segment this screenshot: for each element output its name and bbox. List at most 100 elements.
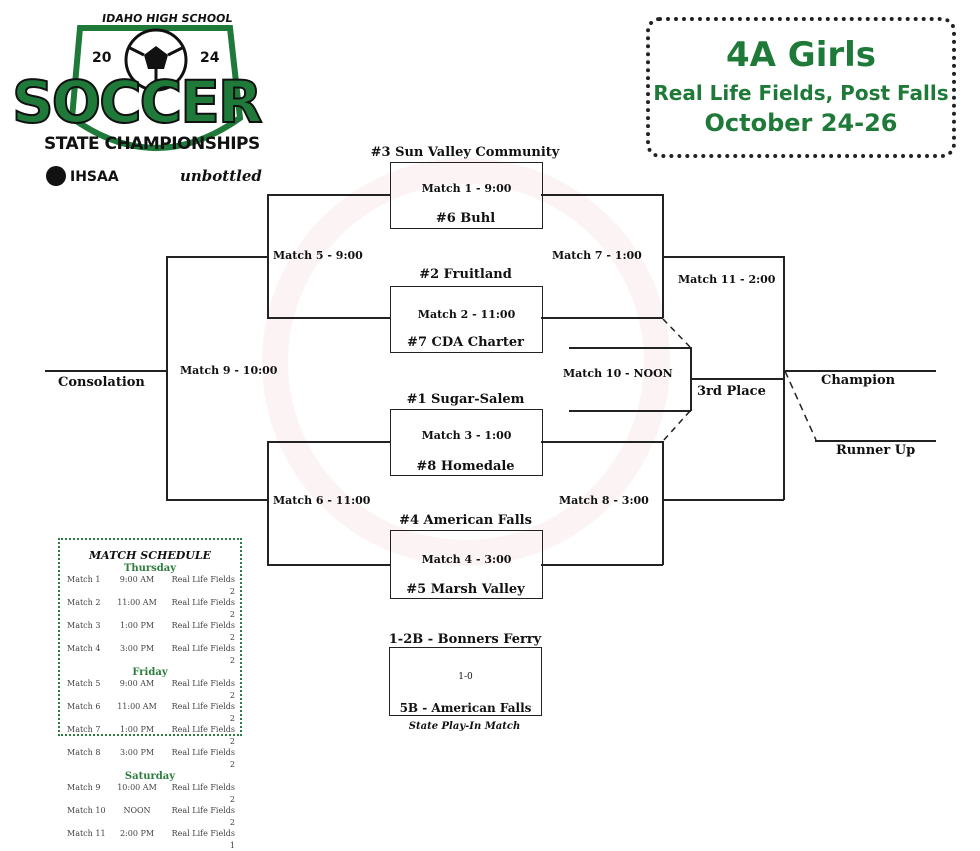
team-american-falls: #4 American Falls — [399, 513, 532, 528]
logo-org: IHSAA — [70, 169, 119, 185]
logo-sub: STATE CHAMPIONSHIPS — [44, 134, 260, 154]
schedule-match: Match 4 — [67, 644, 101, 653]
schedule-match: Match 2 — [67, 598, 101, 607]
play-in-caption: State Play-In Match — [408, 721, 521, 732]
play-in-score: 1-0 — [458, 672, 473, 682]
team-fruitland: #2 Fruitland — [419, 267, 512, 282]
bracket-line — [663, 256, 784, 258]
match-9-label: Match 9 - 10:00 — [180, 364, 278, 377]
bracket-line — [267, 317, 390, 319]
schedule-field: Real Life Fields 2 — [171, 748, 235, 769]
schedule-day-heading: Thursday — [123, 563, 177, 574]
match-3-box: Match 3 - 1:00 — [390, 409, 543, 476]
bracket-line — [662, 441, 664, 565]
bracket-line — [267, 194, 269, 318]
team-buhl: #6 Buhl — [435, 211, 496, 226]
bracket-line — [691, 378, 784, 380]
match-4-label: Match 4 - 3:00 — [421, 553, 512, 566]
logo-shield-icon — [68, 25, 244, 151]
venue-text: Real Life Fields, Post Falls — [653, 81, 949, 105]
schedule-time: 1:00 PM — [119, 725, 155, 734]
schedule-field: Real Life Fields 2 — [171, 783, 235, 804]
schedule-row: Match 3 1:00 PM Real Life Fields 2 — [60, 620, 240, 643]
schedule-match: Match 8 — [67, 748, 101, 757]
champion-label: Champion — [821, 373, 896, 388]
match-11-label: Match 11 - 2:00 — [678, 273, 776, 286]
championship-logo: IDAHO HIGH SCHOOL 20 24 SOCCER STATE CHA… — [10, 8, 302, 190]
schedule-field: Real Life Fields 2 — [171, 621, 235, 642]
schedule-match: Match 1 — [67, 575, 101, 584]
bracket-line — [663, 499, 784, 501]
bracket-line — [541, 317, 663, 319]
bracket-line — [569, 347, 691, 349]
ihsaa-seal-icon — [46, 166, 66, 186]
match-1-label: Match 1 - 9:00 — [421, 182, 512, 195]
schedule-field: Real Life Fields 2 — [171, 806, 235, 827]
runner-up-line — [815, 440, 936, 442]
schedule-title: MATCH SCHEDULE — [89, 549, 211, 562]
schedule-time: 11:00 AM — [117, 702, 157, 711]
schedule-day-heading: Friday — [132, 667, 168, 678]
match-10-label: Match 10 - NOON — [563, 367, 673, 380]
match-1-box: Match 1 - 9:00 — [390, 162, 543, 229]
schedule-field: Real Life Fields 2 — [171, 702, 235, 723]
team-marsh-valley: #5 Marsh Valley — [406, 582, 525, 597]
division-title: 4A Girls — [725, 35, 877, 75]
schedule-match: Match 3 — [67, 621, 101, 630]
consolation-line — [45, 370, 166, 372]
logo-sponsor: unbottled — [180, 167, 262, 185]
consolation-label: Consolation — [58, 375, 145, 390]
schedule-match: Match 7 — [67, 725, 101, 734]
match-2-label: Match 2 - 11:00 — [417, 308, 516, 321]
title-card: 4A Girls Real Life Fields, Post Falls Oc… — [646, 17, 956, 158]
dates-text: October 24-26 — [704, 109, 898, 137]
champion-line — [784, 370, 936, 372]
schedule-time: 3:00 PM — [119, 644, 155, 653]
match-2-box: Match 2 - 11:00 — [390, 286, 543, 353]
bracket-line — [267, 441, 269, 565]
bracket-line — [662, 194, 664, 318]
schedule-time: NOON — [123, 806, 151, 815]
match-8-label: Match 8 - 3:00 — [559, 494, 649, 507]
team-homedale: #8 Homedale — [416, 459, 515, 474]
schedule-time: 10:00 AM — [117, 783, 157, 792]
schedule-day-heading: Saturday — [124, 771, 176, 782]
schedule-field: Real Life Fields 2 — [171, 644, 235, 665]
play-in-bottom-team: 5B - American Falls — [399, 701, 532, 715]
loser-dash-upper — [662, 318, 691, 348]
runner-up-dash — [784, 370, 817, 441]
schedule-match: Match 6 — [67, 702, 101, 711]
match-3-label: Match 3 - 1:00 — [421, 429, 512, 442]
schedule-match: Match 9 — [67, 783, 101, 792]
bracket-line — [541, 564, 663, 566]
schedule-time: 3:00 PM — [119, 748, 155, 757]
match-6-label: Match 6 - 11:00 — [273, 494, 371, 507]
schedule-field: Real Life Fields 2 — [171, 598, 235, 619]
schedule-row: Match 8 3:00 PM Real Life Fields 2 — [60, 747, 240, 770]
schedule-row: Match 9 10:00 AM Real Life Fields 2 — [60, 782, 240, 805]
schedule-field: Real Life Fields 2 — [171, 679, 235, 700]
logo-top-line: IDAHO HIGH SCHOOL — [101, 12, 234, 25]
bracket-line — [166, 256, 168, 500]
schedule-row: Match 6 11:00 AM Real Life Fields 2 — [60, 701, 240, 724]
logo-main: SOCCER — [11, 67, 263, 137]
schedule-match: Match 11 — [67, 829, 106, 838]
logo-year-right: 24 — [200, 50, 220, 66]
schedule-time: 1:00 PM — [119, 621, 155, 630]
team-sun-valley: #3 Sun Valley Community — [370, 145, 560, 160]
team-sugar-salem: #1 Sugar-Salem — [406, 392, 525, 407]
team-cda-charter: #7 CDA Charter — [407, 335, 524, 350]
schedule-match: Match 5 — [67, 679, 101, 688]
schedule-field: Real Life Fields 1 — [171, 829, 235, 850]
bracket-line — [166, 499, 267, 501]
schedule-field: Real Life Fields 2 — [171, 575, 235, 596]
loser-dash-lower — [662, 410, 691, 442]
play-in-box: 1-0 5B - American Falls — [389, 647, 542, 716]
